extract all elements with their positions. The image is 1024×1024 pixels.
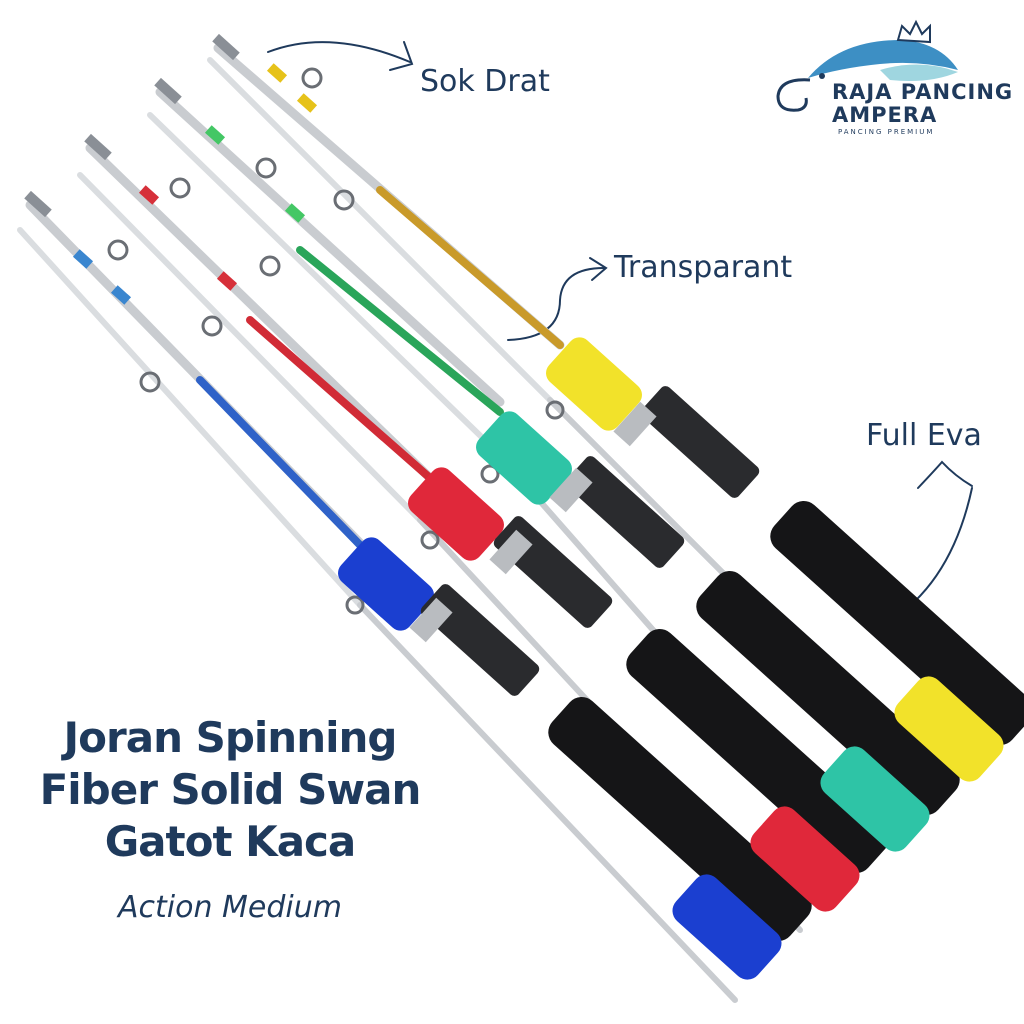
product-title-line1: Joran Spinning xyxy=(63,713,398,762)
callout-transparant: Transparant xyxy=(614,250,793,285)
logo-graphic xyxy=(776,19,958,112)
callout-arrows xyxy=(267,41,973,629)
logo-tagline: PANCING PREMIUM xyxy=(838,128,935,136)
logo-name-line2: AMPERA xyxy=(832,103,938,127)
foregrips xyxy=(338,337,642,631)
logo-name-line1: RAJA PANCING xyxy=(832,80,1014,104)
product-title-line2: Fiber Solid Swan xyxy=(39,765,422,814)
callout-sok-drat: Sok Drat xyxy=(420,64,550,99)
product-title: Joran Spinning Fiber Solid Swan Gatot Ka… xyxy=(20,712,440,868)
guide-wraps xyxy=(72,63,318,305)
callout-full-eva: Full Eva xyxy=(866,418,982,453)
product-title-line3: Gatot Kaca xyxy=(104,817,357,866)
product-action: Action Medium xyxy=(118,890,342,925)
rear-handles xyxy=(548,500,1024,980)
line-guides xyxy=(107,67,565,615)
reel-seats xyxy=(409,386,760,696)
tip-ferrules xyxy=(24,33,240,218)
